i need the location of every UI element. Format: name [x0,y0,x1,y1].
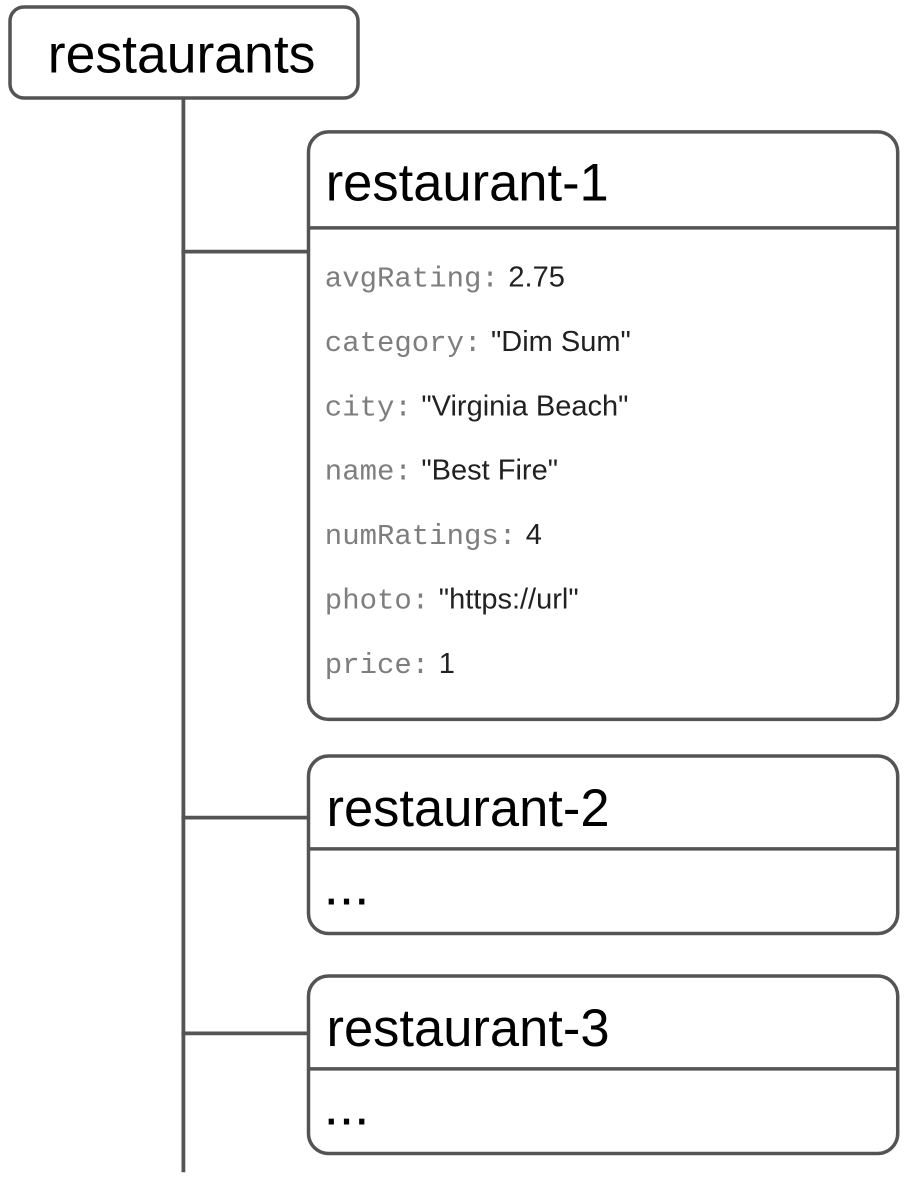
svg-text:city: "Virginia Beach": city: "Virginia Beach" [325,390,629,424]
svg-text:price: 1: price: 1 [325,648,455,682]
svg-text:category: "Dim Sum": category: "Dim Sum" [325,326,631,360]
svg-text:restaurant-1: restaurant-1 [326,153,609,212]
svg-text:...: ... [324,855,370,917]
svg-text:name: "Best Fire": name: "Best Fire" [325,455,558,489]
svg-text:numRatings: 4: numRatings: 4 [325,519,542,553]
svg-text:restaurant-3: restaurant-3 [327,999,610,1058]
svg-text:avgRating: 2.75: avgRating: 2.75 [325,262,565,296]
svg-text:restaurant-2: restaurant-2 [327,779,610,838]
svg-text:...: ... [324,1075,370,1137]
svg-text:restaurants: restaurants [48,25,316,84]
svg-text:photo: "https://url": photo: "https://url" [325,584,579,618]
